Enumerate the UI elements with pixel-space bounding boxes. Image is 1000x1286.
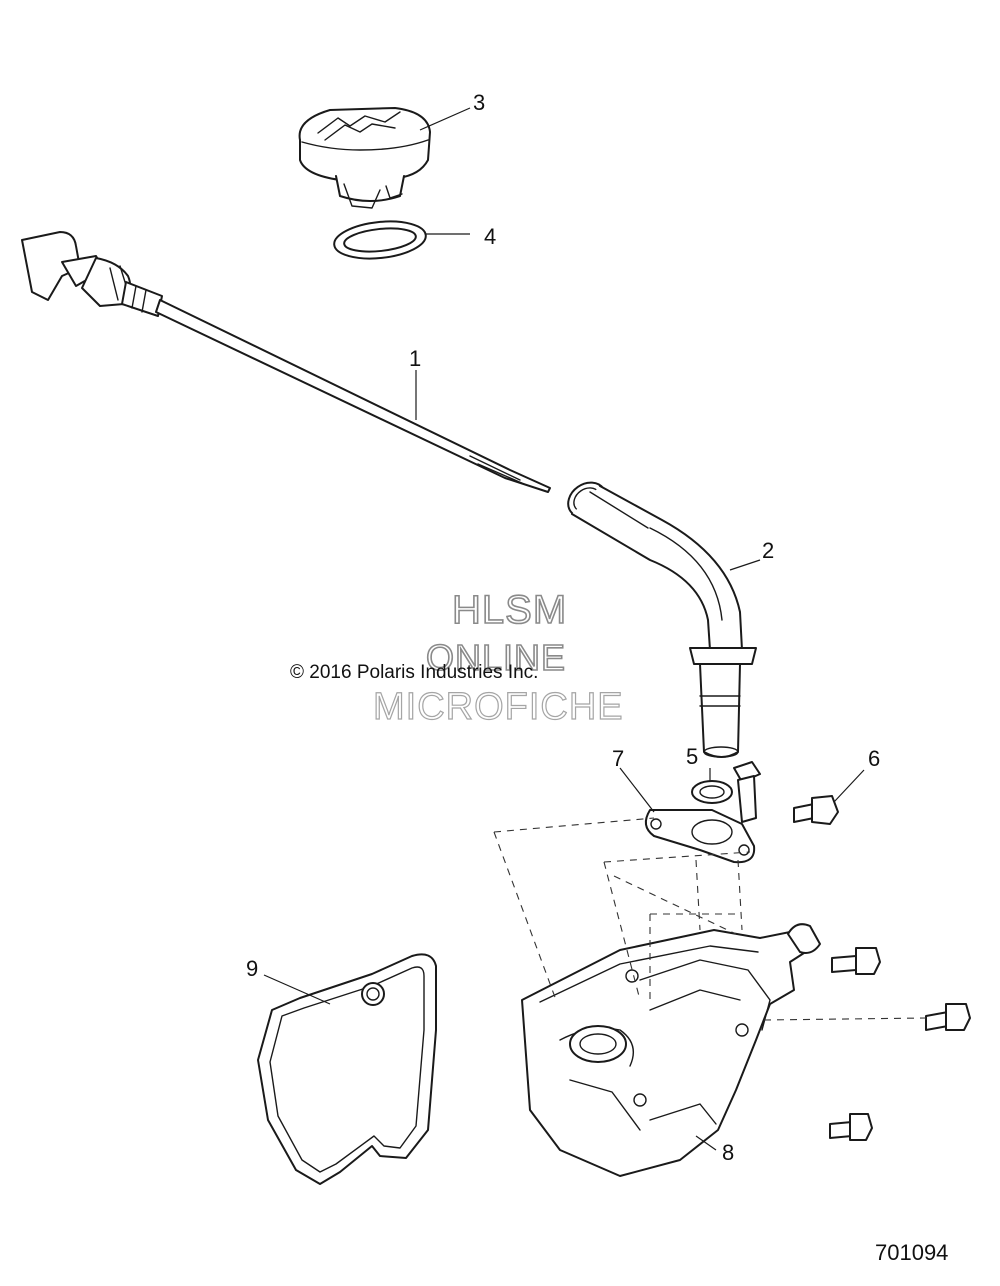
watermark-line-2: ONLINE xyxy=(425,636,567,679)
callout-1: 1 xyxy=(409,346,421,371)
tube-o-ring xyxy=(691,780,733,804)
watermark-line-1: HLSM xyxy=(451,587,568,633)
copyright-notice: © 2016 Polaris Industries Inc. xyxy=(290,662,539,683)
alignment-lines xyxy=(493,817,927,1021)
callout-6: 6 xyxy=(868,746,880,771)
callout-5: 5 xyxy=(686,744,698,769)
cover-gasket xyxy=(257,953,437,1185)
callout-4: 4 xyxy=(484,224,496,249)
callout-8: 8 xyxy=(722,1140,734,1165)
tube-gasket xyxy=(644,809,756,864)
watermark-line-3: MICROFICHE xyxy=(372,685,624,728)
dipstick-tube xyxy=(567,481,757,758)
bolt-vertical xyxy=(733,761,761,823)
callout-7: 7 xyxy=(612,746,624,771)
bolt-upper-right xyxy=(793,795,839,825)
bolt-right-1 xyxy=(831,947,881,975)
figure-number: 701094 xyxy=(875,1240,949,1265)
leader-lines xyxy=(263,107,865,1151)
cap-o-ring xyxy=(333,220,427,260)
bolt-right-2 xyxy=(925,1003,971,1031)
oil-filler-cap xyxy=(298,107,431,209)
bolt-right-3 xyxy=(829,1113,873,1141)
oil-dipstick xyxy=(21,231,551,493)
callout-9: 9 xyxy=(246,956,258,981)
valve-cover-housing xyxy=(521,923,821,1177)
callout-3: 3 xyxy=(473,90,485,115)
callout-2: 2 xyxy=(762,538,774,563)
